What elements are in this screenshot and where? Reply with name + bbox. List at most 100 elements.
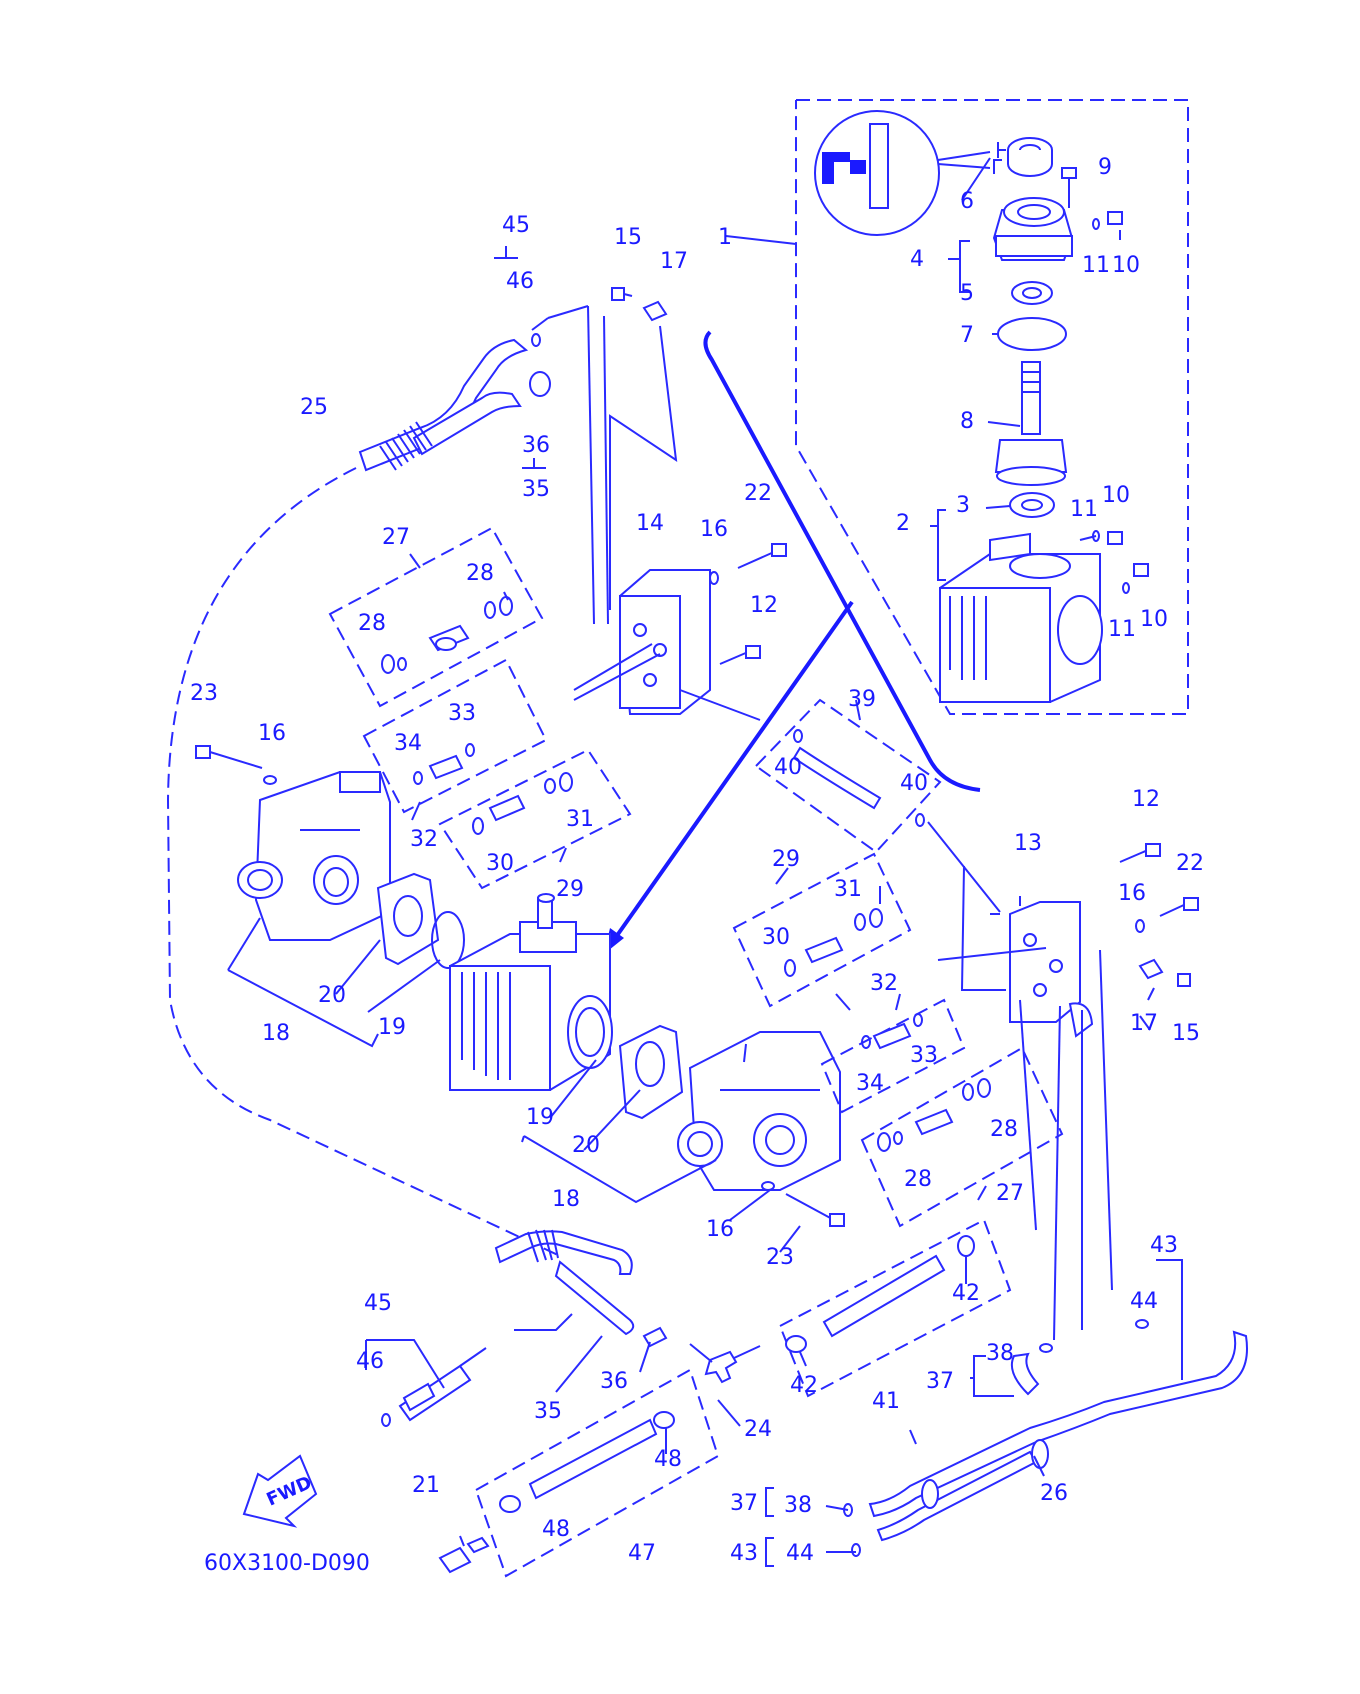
callout-28a: 28 bbox=[358, 611, 386, 636]
callout-3: 3 bbox=[956, 493, 970, 518]
bolt-22-upper bbox=[709, 543, 787, 585]
clips-38-44 bbox=[825, 1319, 1149, 1557]
callout-48a: 48 bbox=[654, 1447, 682, 1472]
kit-32-lower bbox=[820, 998, 966, 1114]
kit-32-upper bbox=[362, 658, 548, 814]
gasket-20-center bbox=[618, 1024, 684, 1120]
callout-36b: 36 bbox=[600, 1369, 628, 1394]
callout-32a: 32 bbox=[410, 827, 438, 852]
intake-body-center bbox=[449, 893, 613, 1091]
callout-29b: 29 bbox=[772, 847, 800, 872]
callout-19b: 19 bbox=[526, 1105, 554, 1130]
callout-43a: 43 bbox=[1150, 1233, 1178, 1258]
bearing-5 bbox=[1011, 281, 1053, 305]
bolt-12-right bbox=[1119, 843, 1161, 863]
callout-25: 25 bbox=[300, 395, 328, 420]
bolt-23-left bbox=[195, 745, 277, 785]
routing-arrow-line bbox=[602, 600, 854, 956]
routing-line-curve bbox=[703, 330, 981, 792]
clip-46-lower bbox=[381, 1382, 436, 1427]
hose-25-upper bbox=[358, 305, 589, 472]
seal-6 bbox=[1007, 137, 1053, 177]
callout-33a: 33 bbox=[448, 701, 476, 726]
callout-5: 5 bbox=[960, 281, 974, 306]
callout-29a: 29 bbox=[556, 877, 584, 902]
screw-15-17-upper bbox=[611, 287, 668, 322]
callout-19a: 19 bbox=[378, 1015, 406, 1040]
callout-27a: 27 bbox=[382, 525, 410, 550]
o-ring-19-left bbox=[431, 911, 465, 969]
callout-17a: 17 bbox=[660, 249, 688, 274]
callout-31a: 31 bbox=[566, 807, 594, 832]
bolt-22-right bbox=[1135, 897, 1199, 933]
callout-45b: 45 bbox=[364, 1291, 392, 1316]
callout-11c: 11 bbox=[1108, 617, 1136, 642]
callout-23a: 23 bbox=[190, 681, 218, 706]
callout-11b: 11 bbox=[1070, 497, 1098, 522]
callout-13: 13 bbox=[1014, 831, 1042, 856]
callout-41: 41 bbox=[872, 1389, 900, 1414]
callout-10b: 10 bbox=[1102, 483, 1130, 508]
gasket-20-left bbox=[376, 872, 440, 966]
connection-lines bbox=[573, 305, 1113, 1341]
kit-29-upper bbox=[438, 748, 632, 890]
leader-lines bbox=[227, 246, 1183, 1477]
kit-41 bbox=[778, 1218, 1012, 1398]
kit-47 bbox=[474, 1368, 720, 1578]
callout-44b: 44 bbox=[786, 1541, 814, 1566]
kit-leaders bbox=[930, 142, 1121, 581]
housing-4 bbox=[992, 197, 1074, 261]
pump-body-2 bbox=[939, 532, 1103, 703]
clamp-36-lower bbox=[642, 1326, 668, 1348]
apply-grease-icon bbox=[814, 110, 991, 236]
callout-35b: 35 bbox=[534, 1399, 562, 1424]
callout-24: 24 bbox=[744, 1417, 772, 1442]
carburetor-right bbox=[677, 1031, 841, 1191]
callout-16c: 16 bbox=[1118, 881, 1146, 906]
callout-36a: 36 bbox=[522, 433, 550, 458]
callout-8: 8 bbox=[960, 409, 974, 434]
callout-16a: 16 bbox=[700, 517, 728, 542]
callout-22b: 22 bbox=[1176, 851, 1204, 876]
bearing-3 bbox=[1009, 492, 1055, 518]
callout-43b: 43 bbox=[730, 1541, 758, 1566]
callout-2: 2 bbox=[896, 511, 910, 536]
carburetor-left bbox=[237, 771, 391, 941]
callout-20b: 20 bbox=[572, 1133, 600, 1158]
o-ring-7 bbox=[997, 317, 1067, 351]
callout-44a: 44 bbox=[1130, 1289, 1158, 1314]
callout-34a: 34 bbox=[394, 731, 422, 756]
callout-21: 21 bbox=[412, 1473, 440, 1498]
callout-39: 39 bbox=[848, 687, 876, 712]
callout-28c: 28 bbox=[990, 1117, 1018, 1142]
screw-15-17-right bbox=[1138, 958, 1191, 987]
callout-42a: 42 bbox=[952, 1281, 980, 1306]
fwd-arrow-icon: FWD bbox=[242, 1454, 318, 1528]
callout-18b: 18 bbox=[552, 1187, 580, 1212]
pump-kit-box bbox=[725, 99, 1189, 715]
callout-15a: 15 bbox=[614, 225, 642, 250]
hose-loop-25 bbox=[166, 467, 561, 1257]
callout-38b: 38 bbox=[784, 1493, 812, 1518]
callout-15b: 15 bbox=[1172, 1021, 1200, 1046]
callout-10a: 10 bbox=[1112, 253, 1140, 278]
callout-17b: 17 bbox=[1130, 1011, 1158, 1036]
callout-46a: 46 bbox=[506, 269, 534, 294]
callout-34b: 34 bbox=[856, 1071, 884, 1096]
callout-35a: 35 bbox=[522, 477, 550, 502]
bracket-13 bbox=[1009, 901, 1094, 1038]
callout-40a: 40 bbox=[774, 755, 802, 780]
callout-1: 1 bbox=[718, 225, 732, 250]
callout-7: 7 bbox=[960, 323, 974, 348]
callout-30b: 30 bbox=[762, 925, 790, 950]
shaft-8 bbox=[994, 361, 1068, 486]
callout-18a: 18 bbox=[262, 1021, 290, 1046]
callout-28d: 28 bbox=[904, 1167, 932, 1192]
hose-26 bbox=[868, 1330, 1248, 1542]
callout-9: 9 bbox=[1098, 155, 1112, 180]
callout-37b: 37 bbox=[730, 1491, 758, 1516]
callout-46b: 46 bbox=[356, 1349, 384, 1374]
callout-14: 14 bbox=[636, 511, 664, 536]
callout-45a: 45 bbox=[502, 213, 530, 238]
